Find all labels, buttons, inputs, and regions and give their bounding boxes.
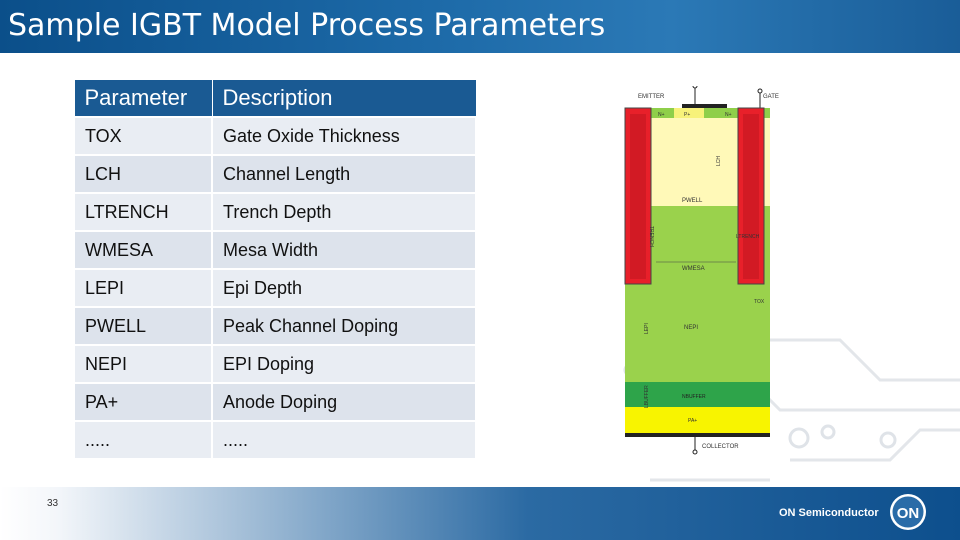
svg-text:ON: ON [897,505,920,522]
right-trench-poly [743,114,759,279]
emitter-metal [682,104,727,109]
nbuffer-region [625,382,770,407]
cell-parameter: TOX [73,116,213,156]
cell-description: Channel Length [211,154,477,194]
cell-description: ..... [211,420,477,460]
label-ltrench: LTRENCH [736,234,760,240]
label-nepi: NEPI [684,325,698,331]
label-tox: TOX [754,299,765,305]
label-n-right: N+ [725,112,732,118]
cell-description: Mesa Width [211,230,477,270]
p-plus-region [674,108,704,118]
left-trench-poly [630,114,646,279]
page-number: 33 [47,498,59,509]
emitter-terminal [692,86,698,89]
cell-description: Peak Channel Doping [211,306,477,346]
table-row: PA+Anode Doping [73,382,477,422]
collector-metal [625,433,770,437]
cell-description: Trench Depth [211,192,477,232]
cell-description: Epi Depth [211,268,477,308]
cell-parameter: NEPI [73,344,213,384]
label-nbuffer: NBUFFER [682,394,706,400]
title-bar [0,0,960,53]
footer-bar [0,487,960,540]
label-collector: COLLECTOR [702,444,739,450]
brand-text: ON Semiconductor [779,507,879,519]
cell-parameter: ..... [73,420,213,460]
cell-parameter: PA+ [73,382,213,422]
label-pwell: PWELL [682,198,703,204]
label-gate: GATE [763,94,779,100]
label-lch: LCH [716,156,722,166]
cell-parameter: LCH [73,154,213,194]
label-trench: TRENCH [648,226,654,247]
igbt-cross-section-diagram: EMITTER GATE N+ P+ N+ LCH TRENCH PWELL L… [624,86,779,455]
header-description: Description [211,79,477,118]
label-lbuffer: LBUFFER [644,385,650,408]
cell-parameter: LTRENCH [73,192,213,232]
slide-title: Sample IGBT Model Process Parameters [8,8,606,43]
pa-region [625,407,770,433]
label-pa: PA+ [688,418,697,424]
table-header-row: Parameter Description [73,79,477,118]
cell-parameter: PWELL [73,306,213,346]
cell-description: EPI Doping [211,344,477,384]
cell-parameter: WMESA [73,230,213,270]
cell-description: Gate Oxide Thickness [211,116,477,156]
label-p-mid: P+ [684,112,690,118]
gate-terminal [757,88,763,94]
label-n-left: N+ [658,112,665,118]
header-parameter: Parameter [73,79,213,118]
label-emitter: EMITTER [638,94,665,100]
label-lepi: LEPI [644,323,650,334]
table-row: .......... [73,420,477,460]
label-wmesa: WMESA [682,266,705,272]
collector-terminal [692,449,698,455]
cell-parameter: LEPI [73,268,213,308]
on-semiconductor-logo: ON [890,494,926,530]
cell-description: Anode Doping [211,382,477,422]
